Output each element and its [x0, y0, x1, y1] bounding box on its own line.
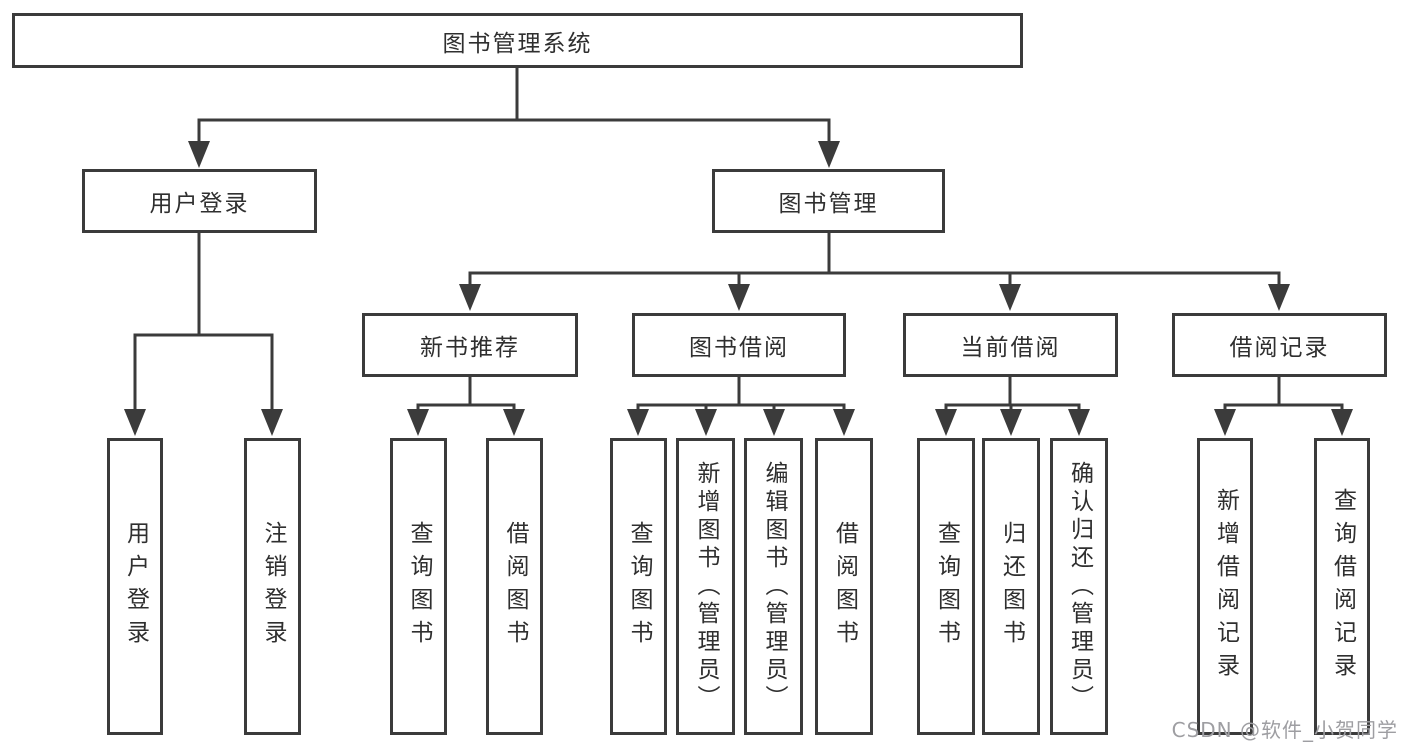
- node-user-login-label: 用户登录: [149, 191, 250, 217]
- leaf-newrec-query-books-label: 查询图书: [406, 520, 432, 653]
- node-book-management: 图书管理: [712, 169, 945, 233]
- watermark-text: CSDN @软件_小贺同学: [1171, 718, 1398, 742]
- leaf-return-books-label: 归还图书: [998, 520, 1025, 653]
- node-book-borrow-label: 图书借阅: [689, 335, 789, 361]
- leaf-current-query-books-label: 查询图书: [933, 520, 960, 653]
- node-book-borrow: 图书借阅: [632, 313, 846, 377]
- connector-book-borrow-to-leaves: [627, 377, 855, 436]
- node-library-system-label: 图书管理系统: [442, 30, 593, 57]
- node-library-system: 图书管理系统: [12, 13, 1023, 68]
- leaf-borrow-books: 借阅图书: [815, 438, 873, 735]
- leaf-logout: 注销登录: [244, 438, 301, 735]
- leaf-logout-label: 注销登录: [260, 520, 286, 653]
- connector-root-to-level2: [188, 67, 840, 168]
- leaf-confirm-return-admin: 确认归还（管理员）: [1050, 438, 1108, 735]
- node-new-book-recommend-label: 新书推荐: [420, 335, 520, 361]
- leaf-edit-books-admin-label: 编辑图书（管理员）: [761, 460, 787, 713]
- leaf-add-books-admin-label: 新增图书（管理员）: [693, 460, 719, 713]
- leaf-return-books: 归还图书: [982, 438, 1040, 735]
- leaf-current-query-books: 查询图书: [917, 438, 975, 735]
- node-current-borrow-label: 当前借阅: [960, 335, 1061, 361]
- node-borrow-records: 借阅记录: [1172, 313, 1387, 377]
- leaf-confirm-return-admin-label: 确认归还（管理员）: [1066, 460, 1093, 713]
- node-book-management-label: 图书管理: [778, 191, 879, 217]
- leaf-user-login: 用户登录: [107, 438, 163, 735]
- leaf-newrec-borrow-books-label: 借阅图书: [502, 520, 528, 653]
- leaf-borrow-query-books: 查询图书: [610, 438, 667, 735]
- leaf-borrow-books-label: 借阅图书: [831, 520, 858, 653]
- connector-current-borrow-to-leaves: [935, 377, 1090, 436]
- leaf-newrec-borrow-books: 借阅图书: [486, 438, 543, 735]
- leaf-user-login-label: 用户登录: [122, 520, 149, 653]
- node-borrow-records-label: 借阅记录: [1229, 335, 1330, 361]
- leaf-add-borrow-record-label: 新增借阅记录: [1212, 487, 1239, 686]
- leaf-add-borrow-record: 新增借阅记录: [1197, 438, 1253, 735]
- connector-borrow-records-to-leaves: [1214, 377, 1353, 436]
- node-current-borrow: 当前借阅: [903, 313, 1118, 377]
- connector-user-login-to-leaves: [124, 233, 283, 436]
- node-new-book-recommend: 新书推荐: [362, 313, 578, 377]
- leaf-query-borrow-record: 查询借阅记录: [1314, 438, 1370, 735]
- leaf-query-borrow-record-label: 查询借阅记录: [1329, 487, 1356, 686]
- leaf-borrow-query-books-label: 查询图书: [626, 520, 652, 653]
- connector-book-mgmt-to-level3: [459, 233, 1290, 311]
- leaf-add-books-admin: 新增图书（管理员）: [676, 438, 735, 735]
- leaf-edit-books-admin: 编辑图书（管理员）: [744, 438, 803, 735]
- connector-new-book-to-leaves: [407, 377, 525, 436]
- node-user-login: 用户登录: [82, 169, 317, 233]
- leaf-newrec-query-books: 查询图书: [390, 438, 447, 735]
